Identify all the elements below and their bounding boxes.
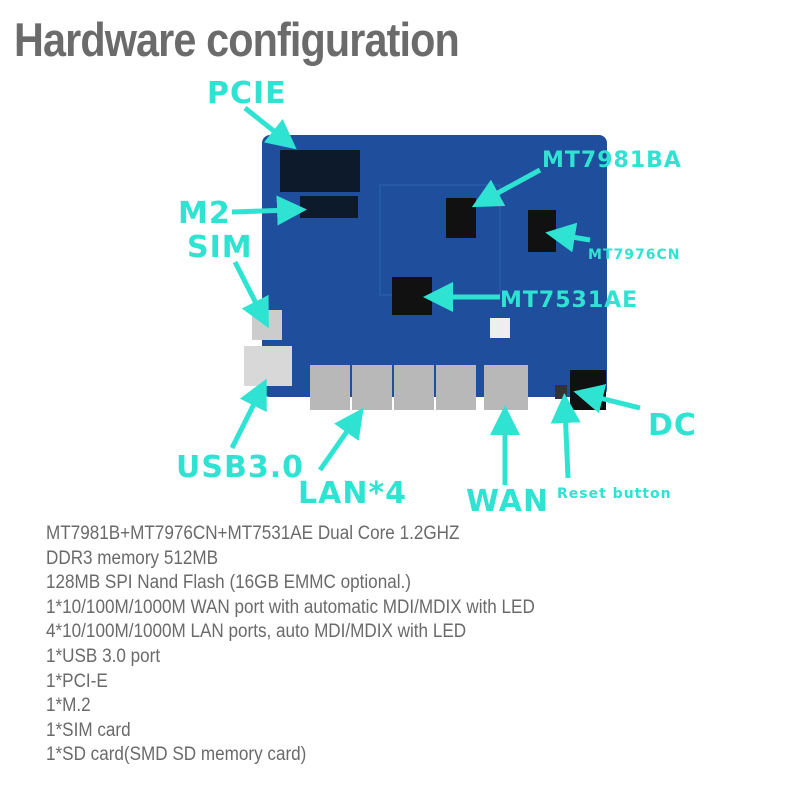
callout-arrows bbox=[229, 106, 641, 485]
spec-item: MT7981B+MT7976CN+MT7531AE Dual Core 1.2G… bbox=[46, 523, 460, 544]
pcb bbox=[244, 135, 607, 410]
page-title: Hardware configuration bbox=[14, 13, 460, 66]
spec-item: 1*M.2 bbox=[46, 695, 91, 717]
spec-item: 128MB SPI Nand Flash (16GB EMMC optional… bbox=[46, 572, 411, 594]
label-pcie: PCIE bbox=[207, 76, 287, 111]
usb-port bbox=[244, 346, 292, 386]
m2-slot bbox=[300, 196, 358, 218]
label-mt7531ae: MT7531AE bbox=[500, 288, 639, 313]
spec-item: 4*10/100M/1000M LAN ports, auto MDI/MDIX… bbox=[46, 621, 467, 643]
label-reset: Reset button bbox=[557, 486, 672, 502]
reset-switch bbox=[555, 385, 567, 399]
label-wan: WAN bbox=[466, 484, 550, 519]
spec-item: 1*SIM card bbox=[46, 719, 131, 741]
label-mt7981ba: MT7981BA bbox=[542, 148, 682, 173]
spec-item: 1*USB 3.0 port bbox=[46, 645, 161, 667]
lan-ports bbox=[310, 365, 476, 410]
pcie-slot bbox=[280, 150, 360, 192]
mt7976cn-chip bbox=[528, 210, 556, 252]
label-lan: LAN*4 bbox=[298, 476, 408, 511]
label-dc: DC bbox=[648, 408, 697, 443]
board-photo bbox=[229, 106, 641, 485]
mt7531ae-chip bbox=[392, 277, 432, 315]
label-mt7976cn: MT7976CN bbox=[588, 247, 681, 263]
spec-item: 1*SD card(SMD SD memory card) bbox=[46, 744, 307, 766]
label-m2: M2 bbox=[178, 196, 231, 231]
mt7981ba-chip bbox=[446, 198, 476, 238]
label-usb: USB3.0 bbox=[176, 450, 304, 485]
sim-slot bbox=[252, 310, 282, 340]
dc-jack bbox=[570, 370, 606, 410]
spec-item: 1*10/100M/1000M WAN port with automatic … bbox=[46, 596, 535, 618]
wan-port bbox=[484, 365, 528, 410]
label-sim: SIM bbox=[187, 230, 253, 265]
spec-item: 1*PCI-E bbox=[46, 670, 108, 692]
spec-item: DDR3 memory 512MB bbox=[46, 547, 218, 569]
spec-list: MT7981B+MT7976CN+MT7531AE Dual Core 1.2G… bbox=[46, 522, 535, 768]
